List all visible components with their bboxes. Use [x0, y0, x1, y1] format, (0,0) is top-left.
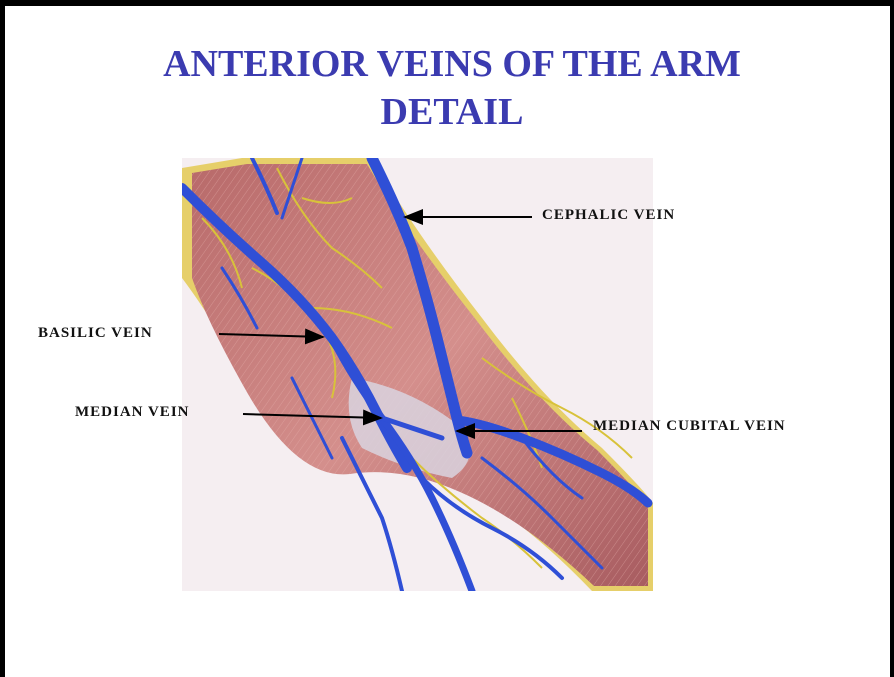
title-line-1: ANTERIOR VEINS OF THE ARM	[5, 40, 894, 88]
label-basilic-vein: BASILIC VEIN	[38, 325, 153, 342]
label-median-cubital-vein: MEDIAN CUBITAL VEIN	[593, 418, 786, 435]
label-median-vein: MEDIAN VEIN	[75, 404, 189, 421]
title-line-2: DETAIL	[5, 88, 894, 136]
slide-title: ANTERIOR VEINS OF THE ARM DETAIL	[5, 40, 894, 136]
label-cephalic-vein: CEPHALIC VEIN	[542, 207, 675, 224]
